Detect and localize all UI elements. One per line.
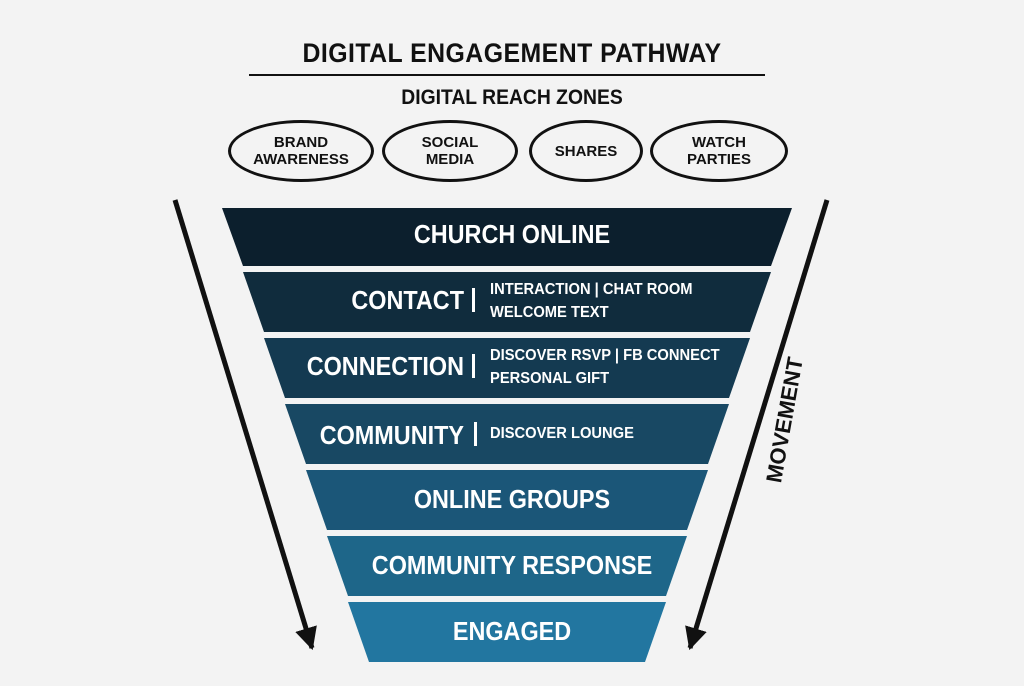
band-label-church-online: CHURCH ONLINE bbox=[413, 219, 611, 249]
funnel-band-3 bbox=[264, 338, 750, 398]
band-separator bbox=[474, 422, 477, 446]
zone-shares: SHARES bbox=[529, 120, 643, 182]
band-detail-community: DISCOVER LOUNGE bbox=[490, 425, 634, 442]
band-label-connection: CONNECTION bbox=[306, 351, 464, 381]
right-movement-arrow bbox=[685, 199, 830, 651]
title-divider bbox=[249, 74, 765, 76]
band-label-community-response: COMMUNITY RESPONSE bbox=[371, 550, 653, 580]
funnel-band-7 bbox=[348, 602, 666, 662]
zone-label: BRAND AWARENESS bbox=[253, 134, 349, 168]
zone-label: SHARES bbox=[554, 142, 618, 160]
funnel-band-5 bbox=[306, 470, 708, 530]
band-separator bbox=[472, 354, 475, 378]
funnel-band-6 bbox=[327, 536, 687, 596]
band-detail-contact: INTERACTION | CHAT ROOM WELCOME TEXT bbox=[490, 281, 693, 321]
band-label-engaged: ENGAGED bbox=[452, 616, 572, 646]
zone-watch-parties: WATCH PARTIES bbox=[650, 120, 788, 182]
zone-brand-awareness: BRAND AWARENESS bbox=[228, 120, 374, 182]
page-title: DIGITAL ENGAGEMENT PATHWAY bbox=[302, 38, 722, 68]
funnel-band-2 bbox=[243, 272, 771, 332]
funnel-band-1 bbox=[222, 208, 792, 266]
reach-zones-heading: DIGITAL REACH ZONES bbox=[401, 86, 623, 109]
left-movement-arrow bbox=[172, 199, 317, 651]
funnel-band-4 bbox=[285, 404, 729, 464]
band-separator bbox=[472, 288, 475, 312]
band-label-contact: CONTACT bbox=[351, 285, 464, 315]
band-label-online-groups: ONLINE GROUPS bbox=[413, 484, 611, 514]
zone-social-media: SOCIAL MEDIA bbox=[382, 120, 518, 182]
zone-label: SOCIAL MEDIA bbox=[421, 134, 479, 168]
band-label-community: COMMUNITY bbox=[319, 420, 464, 450]
zone-label: WATCH PARTIES bbox=[687, 134, 751, 168]
band-detail-connection: DISCOVER RSVP | FB CONNECT PERSONAL GIFT bbox=[490, 347, 720, 387]
